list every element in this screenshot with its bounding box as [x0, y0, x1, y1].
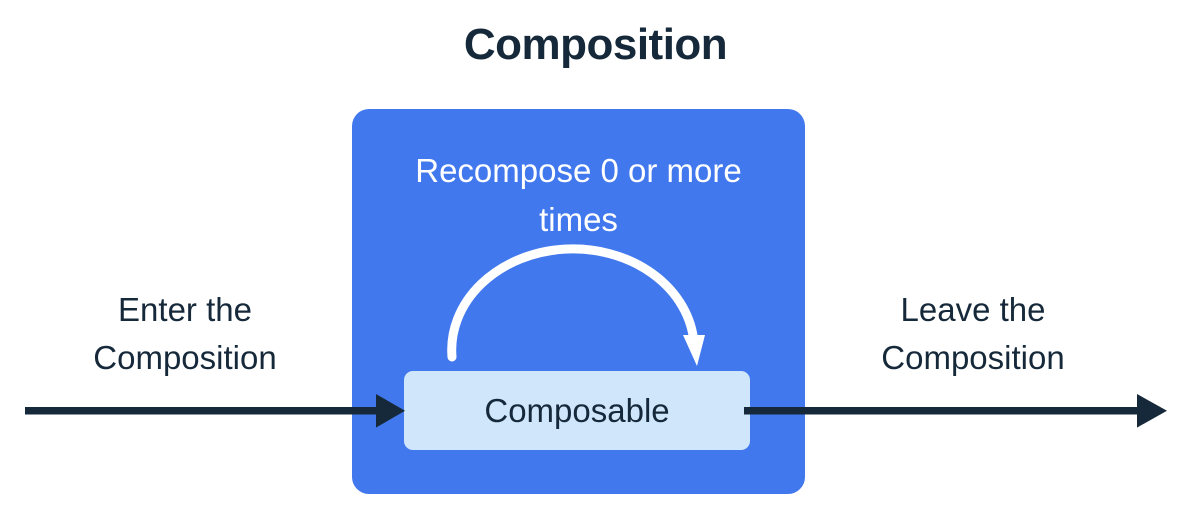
- recompose-loop-arrow: [447, 244, 705, 366]
- composable-box: Composable: [404, 371, 750, 450]
- page-title: Composition: [463, 20, 728, 69]
- recompose-label: Recompose 0 or more times: [415, 152, 742, 238]
- leave-composition-arrow: [744, 394, 1167, 428]
- leave-composition-caption: Leave the Composition: [881, 291, 1065, 376]
- enter-composition-caption: Enter the Composition: [93, 291, 277, 376]
- composable-label: Composable: [484, 391, 670, 429]
- enter-composition-arrow: [25, 394, 405, 428]
